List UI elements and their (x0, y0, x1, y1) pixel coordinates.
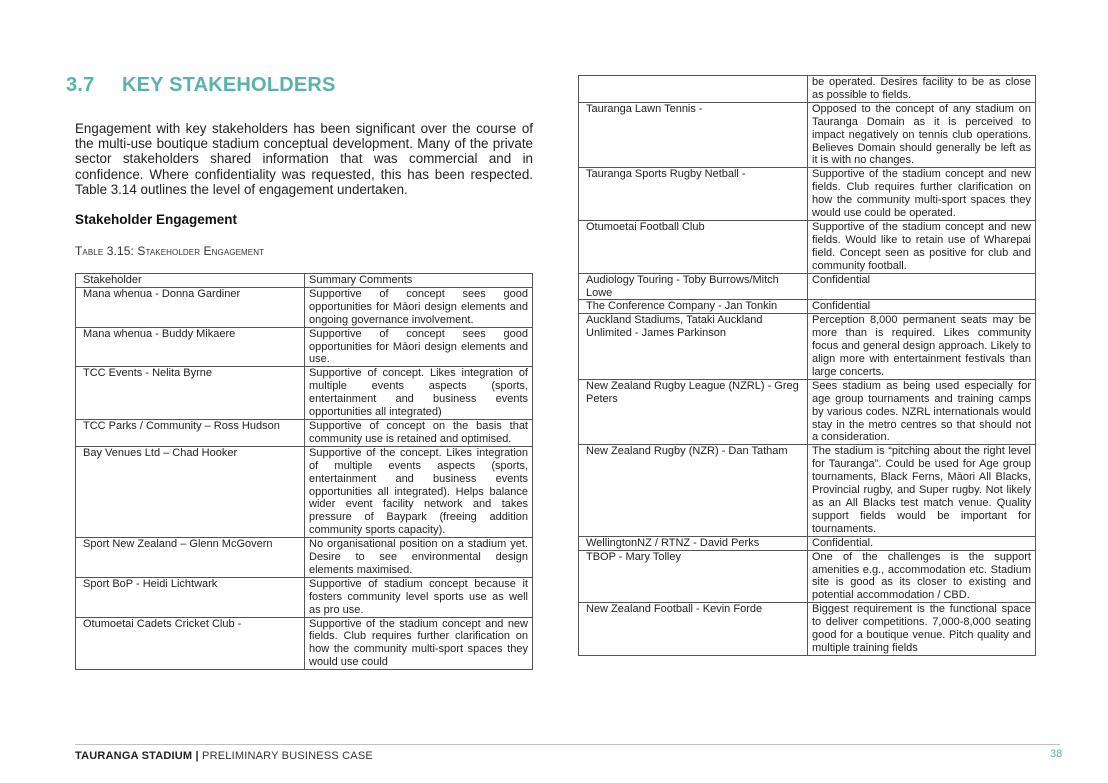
stakeholder-cell: Otumoetai Football Club (578, 219, 808, 274)
footer-divider (75, 744, 1060, 745)
header-summary-comments: Summary Comments (304, 273, 533, 288)
section-number: 3.7 (66, 74, 95, 96)
comment-cell: Supportive of concept sees good opportun… (304, 286, 533, 328)
section-heading: 3.7 KEY STAKEHOLDERS (66, 74, 336, 97)
footer-doc-title: PRELIMINARY BUSINESS CASE (198, 750, 373, 762)
stakeholder-cell: Otumoetai Cadets Cricket Club - (75, 616, 305, 671)
comment-cell: Supportive of concept sees good opportun… (304, 326, 533, 368)
table-row: New Zealand Rugby League (NZRL) - Greg P… (578, 378, 1036, 446)
stakeholder-cell: New Zealand Football - Kevin Forde (578, 602, 808, 656)
stakeholder-cell: New Zealand Rugby (NZR) - Dan Tatham (578, 444, 808, 537)
comment-cell: The stadium is “pitching about the right… (807, 444, 1036, 537)
table-row: Tauranga Sports Rugby Netball -Supportiv… (578, 167, 1036, 221)
comment-cell: Supportive of the stadium concept and ne… (304, 616, 533, 671)
stakeholder-cell: The Conference Company - Jan Tonkin (578, 299, 808, 315)
comment-cell: Supportive of stadium concept because it… (304, 576, 533, 618)
stakeholder-cell: New Zealand Rugby League (NZRL) - Greg P… (578, 378, 808, 446)
table-row: be operated. Desires facility to be as c… (578, 75, 1036, 103)
comment-cell: Confidential (807, 299, 1036, 315)
table-caption: Table 3.15: Stakeholder Engagement (75, 244, 265, 258)
comment-cell: Biggest requirement is the functional sp… (807, 602, 1036, 656)
subheading: Stakeholder Engagement (75, 212, 238, 227)
table-header-row: Stakeholder Summary Comments (75, 273, 533, 288)
stakeholder-cell: TBOP - Mary Tolley (578, 549, 808, 604)
stakeholder-cell: TCC Events - Nelita Byrne (75, 366, 305, 420)
stakeholder-table-right: be operated. Desires facility to be as c… (578, 75, 1036, 656)
stakeholder-cell: Auckland Stadiums, Tataki Auckland Unlim… (578, 313, 808, 380)
table-row: Audiology Touring - Toby Burrows/Mitch L… (578, 272, 1036, 301)
stakeholder-cell: Tauranga Sports Rugby Netball - (578, 167, 808, 221)
comment-cell: Confidential. (807, 535, 1036, 551)
comment-cell: No organisational position on a stadium … (304, 537, 533, 578)
comment-cell: Supportive of the concept. Likes integra… (304, 445, 533, 539)
comment-cell: Supportive of concept on the basis that … (304, 418, 533, 447)
comment-cell: be operated. Desires facility to be as c… (807, 75, 1036, 103)
footer: TAURANGA STADIUM | PRELIMINARY BUSINESS … (75, 750, 373, 762)
stakeholder-cell: Tauranga Lawn Tennis - (578, 101, 808, 169)
table-row: Tauranga Lawn Tennis -Opposed to the con… (578, 101, 1036, 169)
section-title: KEY STAKEHOLDERS (122, 74, 336, 96)
stakeholder-cell: Sport New Zealand – Glenn McGovern (75, 537, 305, 578)
table-row: Auckland Stadiums, Tataki Auckland Unlim… (578, 313, 1036, 380)
comment-cell: Sees stadium as being used especially fo… (807, 378, 1036, 446)
stakeholder-cell: Sport BoP - Heidi Lichtwark (75, 576, 305, 618)
comment-cell: Confidential (807, 272, 1036, 301)
page-number: 38 (1050, 748, 1063, 760)
comment-cell: Supportive of the stadium concept and ne… (807, 167, 1036, 221)
intro-paragraph: Engagement with key stakeholders has bee… (75, 121, 533, 197)
comment-cell: Perception 8,000 permanent seats may be … (807, 313, 1036, 380)
stakeholder-cell: Bay Venues Ltd – Chad Hooker (75, 445, 305, 539)
stakeholder-cell: TCC Parks / Community – Ross Hudson (75, 418, 305, 447)
stakeholder-cell: Audiology Touring - Toby Burrows/Mitch L… (578, 272, 808, 301)
header-stakeholder: Stakeholder (75, 273, 305, 288)
stakeholder-cell: Mana whenua - Donna Gardiner (75, 286, 305, 328)
stakeholder-cell (578, 75, 808, 103)
stakeholder-cell: WellingtonNZ / RTNZ - David Perks (578, 535, 808, 551)
footer-brand: TAURANGA STADIUM | (75, 750, 199, 762)
comment-cell: Opposed to the concept of any stadium on… (807, 101, 1036, 169)
table-row: Otumoetai Cadets Cricket Club -Supportiv… (75, 616, 533, 671)
stakeholder-cell: Mana whenua - Buddy Mikaere (75, 326, 305, 368)
stakeholder-table-left: Stakeholder Summary Comments Mana whenua… (75, 273, 533, 671)
comment-cell: One of the challenges is the support ame… (807, 549, 1036, 604)
comment-cell: Supportive of concept. Likes integration… (304, 366, 533, 420)
comment-cell: Supportive of the stadium concept and ne… (807, 219, 1036, 274)
